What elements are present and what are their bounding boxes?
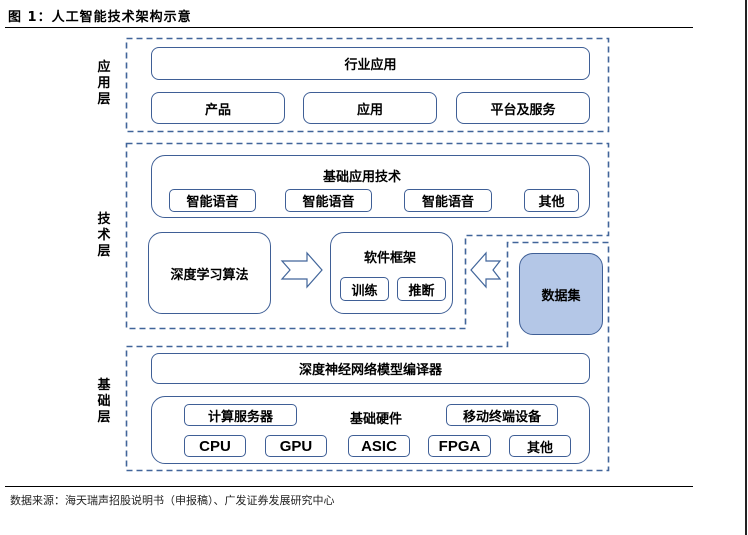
mobile-device-box: 移动终端设备 <box>446 404 558 426</box>
industry-application-box: 行业应用 <box>151 47 590 80</box>
figure-title: 图 1：人工智能技术架构示意 <box>8 10 192 25</box>
chip-cpu-box: CPU <box>184 435 246 457</box>
training-label: 训练 <box>351 283 378 299</box>
chip-label: ASIC <box>361 437 397 455</box>
compute-server-box: 计算服务器 <box>184 404 297 426</box>
technology-layer-frame <box>125 142 610 330</box>
inference-label: 推断 <box>408 283 435 299</box>
product-label: 产品 <box>204 102 231 118</box>
software-framework-title: 软件框架 <box>364 251 417 266</box>
deep-learning-algorithm-label: 深度学习算法 <box>170 267 249 283</box>
arrow-right-icon <box>280 251 323 289</box>
chip-label: GPU <box>279 437 313 455</box>
deep-learning-algorithm-box: 深度学习算法 <box>148 232 271 314</box>
dataset-box: 数据集 <box>519 253 603 335</box>
industry-application-label: 行业应用 <box>344 58 397 73</box>
chip-label: 其他 <box>526 440 553 456</box>
product-box: 产品 <box>151 92 285 124</box>
base-layer-label: 基础层 <box>97 378 111 425</box>
basic-application-tech-title: 基础应用技术 <box>323 170 402 185</box>
basic-tech-item-label: 其他 <box>538 195 565 210</box>
application-box: 应用 <box>303 92 437 124</box>
chip-gpu-box: GPU <box>265 435 327 457</box>
basic-tech-item-label: 智能语音 <box>186 195 239 210</box>
compiler-label: 深度神经网络模型编译器 <box>298 363 442 378</box>
basic-tech-item: 智能语音 <box>285 189 372 212</box>
page-edge <box>745 0 747 535</box>
mobile-device-label: 移动终端设备 <box>462 409 541 425</box>
compute-server-label: 计算服务器 <box>207 409 273 425</box>
basic-tech-item: 智能语音 <box>404 189 492 212</box>
figure-source: 数据来源：海天瑞声招股说明书（申报稿）、广发证券发展研究中心 <box>10 494 335 507</box>
basic-tech-item: 其他 <box>524 189 579 212</box>
hardware-title: 基础硬件 <box>350 412 403 427</box>
basic-tech-item: 智能语音 <box>169 189 256 212</box>
basic-tech-item-label: 智能语音 <box>421 195 474 210</box>
application-label: 应用 <box>356 102 383 118</box>
compiler-box: 深度神经网络模型编译器 <box>151 353 590 384</box>
chip-asic-box: ASIC <box>348 435 410 457</box>
technology-layer-label: 技术层 <box>97 212 111 259</box>
chip-label: FPGA <box>438 437 481 455</box>
inference-box: 推断 <box>397 277 446 301</box>
basic-tech-item-label: 智能语音 <box>302 195 355 210</box>
arrow-left-icon <box>470 251 502 289</box>
top-rule <box>5 27 693 28</box>
base-layer-frame <box>125 241 610 472</box>
training-box: 训练 <box>340 277 389 301</box>
chip-label: CPU <box>199 437 231 455</box>
application-layer-label: 应用层 <box>97 60 111 107</box>
application-layer-frame <box>125 37 610 133</box>
chip-fpga-box: FPGA <box>428 435 491 457</box>
software-framework-box <box>330 232 453 314</box>
chip-other-box: 其他 <box>509 435 571 457</box>
platform-services-box: 平台及服务 <box>456 92 590 124</box>
bottom-rule <box>5 486 693 487</box>
platform-services-label: 平台及服务 <box>490 102 556 118</box>
dataset-label: 数据集 <box>541 288 581 304</box>
